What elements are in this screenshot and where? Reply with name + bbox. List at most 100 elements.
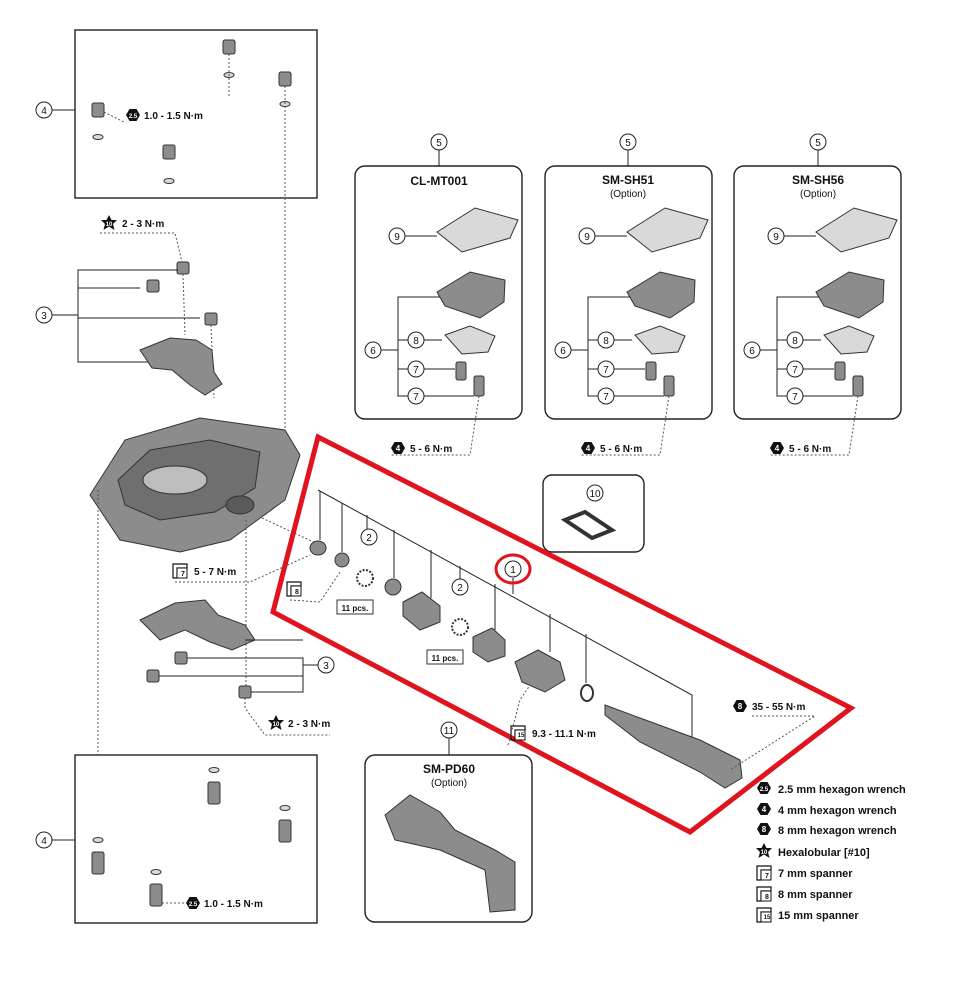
seal-ring (560, 509, 617, 541)
callout-4-bottom (35, 831, 53, 849)
svg-text:10: 10 (589, 489, 601, 500)
top-screw-frame (74, 29, 318, 199)
top-screw-box: 4 2.5 1.0 - 1.5 N·m (35, 29, 318, 460)
hex-2-5-icon: 2.5 (126, 109, 140, 121)
tool-title: SM-PD60 (423, 762, 475, 776)
svg-text:4: 4 (396, 444, 401, 453)
count-label: 11 pcs. (342, 604, 369, 613)
tool-legend: 2.5 2.5 mm hexagon wrench 4 4 mm hexagon… (756, 782, 906, 923)
grub-screw (278, 805, 292, 843)
grub-screw (91, 102, 125, 140)
svg-text:8 mm spanner: 8 mm spanner (778, 889, 853, 901)
callout-3-top (35, 306, 53, 324)
pedal-tool (384, 794, 516, 913)
legend-item-hex-4: 4 4 mm hexagon wrench (757, 803, 897, 817)
grub-screw (91, 837, 105, 875)
axle-nut (514, 649, 566, 693)
svg-text:8 mm hexagon wrench: 8 mm hexagon wrench (778, 825, 897, 837)
svg-text:5: 5 (815, 138, 821, 149)
cleat-box-1: 5 CL-MT001 9 6 8 7 7 4 5 - 6 N·m (354, 133, 523, 456)
svg-text:7: 7 (603, 365, 609, 376)
grub-screw (162, 144, 176, 184)
cage-plate-upper (139, 337, 223, 396)
sleeve (472, 627, 506, 663)
cage-upper: 10 2 - 3 N·m 3 (35, 215, 223, 399)
svg-text:10: 10 (106, 222, 113, 228)
highlight-frame (270, 433, 856, 835)
tool-box: 11 SM-PD60 (Option) (364, 721, 533, 923)
cage-lower: 3 10 2 - 3 N·m (139, 599, 335, 736)
cone (384, 578, 402, 596)
svg-text:4: 4 (775, 444, 780, 453)
svg-text:7: 7 (181, 571, 185, 578)
svg-text:7: 7 (413, 392, 419, 403)
svg-text:8: 8 (765, 894, 769, 901)
cleat-subtitle: (Option) (610, 189, 646, 200)
svg-text:7: 7 (792, 392, 798, 403)
torque-locknut: 5 - 7 N·m (194, 567, 236, 578)
o-ring (580, 684, 594, 702)
cleat-title: SM-SH51 (602, 173, 654, 187)
cleat (436, 271, 506, 319)
svg-text:6: 6 (749, 346, 755, 357)
callout-4-top (35, 101, 53, 119)
svg-text:15 mm spanner: 15 mm spanner (778, 910, 859, 922)
cage-screw (146, 279, 160, 293)
bottom-screw-box: 4 2.5 1.0 - 1.5 N·m (35, 754, 318, 924)
locknut (309, 540, 327, 556)
svg-text:8: 8 (413, 336, 419, 347)
torque-top-screws: 1.0 - 1.5 N·m (144, 111, 203, 122)
torque-cage-bottom: 2 - 3 N·m (288, 719, 330, 730)
torque-axle: 35 - 55 N·m (752, 702, 805, 713)
svg-text:8: 8 (738, 702, 743, 711)
grub-screw (278, 71, 292, 460)
svg-text:1: 1 (510, 565, 516, 576)
svg-text:6: 6 (370, 346, 376, 357)
svg-text:2.5: 2.5 (189, 902, 198, 908)
svg-text:7: 7 (603, 392, 609, 403)
cleat-nut (444, 325, 496, 355)
legend-item-hexalobular: 10 Hexalobular [#10] (756, 843, 870, 859)
grub-screw (149, 869, 163, 907)
svg-text:8: 8 (295, 589, 299, 596)
axle-assembly: 1 2 2 11 pcs. 11 pcs. 7 5 - 7 N·m 8 15 9… (172, 433, 856, 835)
svg-text:9: 9 (394, 232, 400, 243)
legend-item-hex-8: 8 8 mm hexagon wrench (757, 823, 897, 837)
svg-text:5: 5 (436, 138, 442, 149)
cage-screw (204, 312, 218, 326)
svg-text:7: 7 (792, 365, 798, 376)
callout-3-top-label: 3 (41, 311, 47, 322)
tool-subtitle: (Option) (431, 778, 467, 789)
cleat-box-3: 5 SM-SH56 (Option) 9 6 8 7 7 4 5 - 6 N·m (733, 133, 902, 456)
svg-text:15: 15 (764, 915, 771, 921)
svg-text:4 mm hexagon wrench: 4 mm hexagon wrench (778, 805, 897, 817)
cleat-box-2: 5 SM-SH51 (Option) 9 6 8 7 7 4 5 - 6 N·m (544, 133, 713, 456)
svg-text:5: 5 (625, 138, 631, 149)
svg-text:10: 10 (761, 850, 768, 856)
legend-item-spanner-8: 8 8 mm spanner (756, 886, 853, 902)
svg-text:4: 4 (762, 805, 767, 814)
svg-text:Hexalobular [#10]: Hexalobular [#10] (778, 847, 870, 859)
svg-text:2.5 mm hexagon wrench: 2.5 mm hexagon wrench (778, 784, 906, 796)
svg-text:15: 15 (518, 733, 525, 739)
legend-item-spanner-7: 7 7 mm spanner (756, 865, 853, 881)
ball-bearing-ring (451, 618, 469, 636)
ball-bearing-ring (356, 569, 374, 587)
legend-item-spanner-15: 15 15 mm spanner (756, 907, 859, 923)
torque-cleat: 5 - 6 N·m (600, 444, 642, 455)
axle (604, 704, 743, 789)
cleat-shim (436, 207, 519, 253)
bushing (334, 552, 350, 568)
svg-text:7: 7 (413, 365, 419, 376)
svg-text:9: 9 (773, 232, 779, 243)
seal-box: 10 (542, 474, 645, 553)
svg-text:8: 8 (603, 336, 609, 347)
callout-1 (504, 560, 522, 578)
cleat-title: SM-SH56 (792, 173, 844, 187)
torque-axle-nut: 9.3 - 11.1 N·m (532, 729, 596, 740)
svg-text:7 mm spanner: 7 mm spanner (778, 868, 853, 880)
svg-text:8: 8 (762, 825, 767, 834)
svg-text:6: 6 (560, 346, 566, 357)
grub-screw (222, 39, 236, 98)
